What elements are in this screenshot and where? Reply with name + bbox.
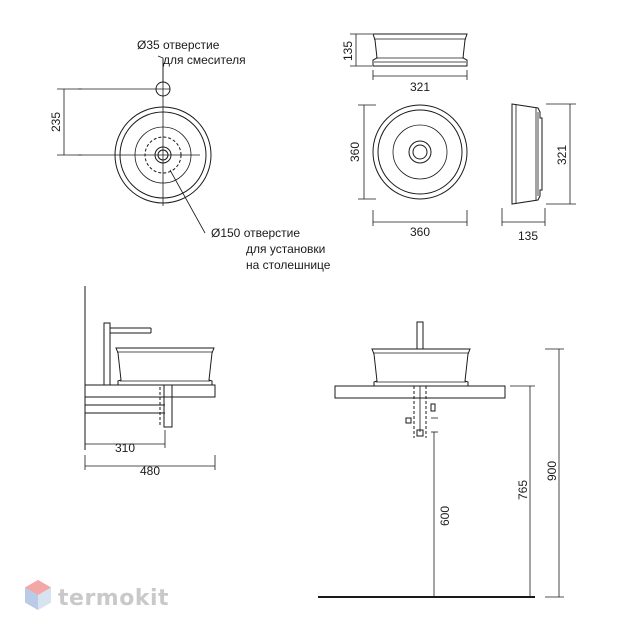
dim-310: 310 (115, 441, 135, 455)
dim-profile-width: 135 (518, 229, 538, 243)
plan-view-basin (358, 104, 468, 226)
dim-900: 900 (545, 461, 559, 481)
countertop (84, 384, 216, 398)
front-installation-view (318, 321, 564, 598)
countertop-hole-label-1: Ø150 отверстие (211, 226, 300, 240)
front-faucet (416, 321, 424, 350)
dim-600: 600 (438, 506, 452, 526)
faucet (103, 322, 111, 386)
countertop-hole-label-2: для установки (246, 242, 325, 256)
dim-plan-height: 360 (348, 142, 362, 162)
dim-765: 765 (516, 480, 530, 500)
profile-view-basin (501, 103, 576, 226)
countertop-hole-label-3: на столешнице (246, 258, 331, 272)
dim-plan-width: 360 (410, 225, 430, 239)
dim-side-height: 135 (341, 41, 355, 61)
top-view-basin (57, 55, 212, 234)
side-installation-view (84, 286, 216, 470)
mixer-hole-label-2: для смесителя (163, 53, 246, 67)
mixer-hole-label-1: Ø35 отверстие (137, 38, 220, 52)
brand-name: termokit (58, 586, 170, 611)
side-view-basin (350, 33, 468, 80)
termokit-logo-icon (25, 580, 51, 610)
dim-480: 480 (140, 464, 160, 478)
dim-235: 235 (49, 112, 63, 132)
dim-side-width: 321 (410, 80, 430, 94)
dim-profile-height: 321 (555, 145, 569, 165)
